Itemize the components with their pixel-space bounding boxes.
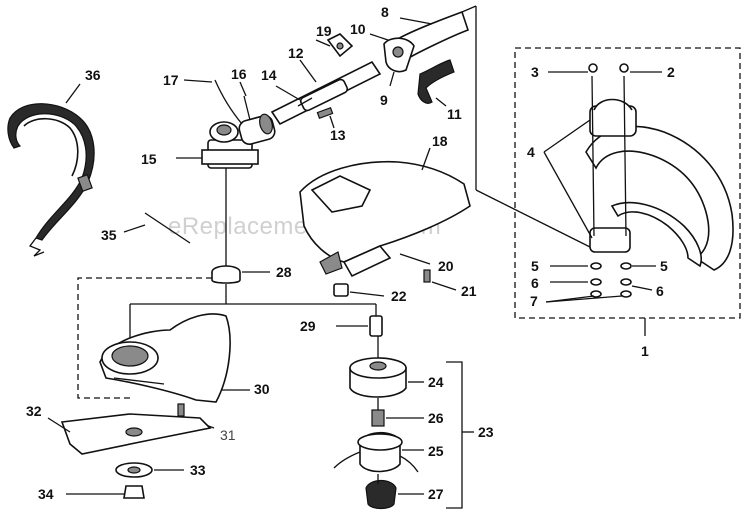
callout-16: 16 — [231, 66, 247, 82]
callout-24: 24 — [428, 374, 444, 390]
gear-head-assembly — [201, 79, 276, 182]
callout-15: 15 — [141, 151, 157, 167]
callout-21: 21 — [461, 283, 477, 299]
callout-9: 9 — [380, 92, 388, 108]
callout-23: 23 — [478, 424, 494, 440]
callout-22: 22 — [391, 288, 407, 304]
callout-1: 1 — [641, 343, 649, 359]
callout-7: 7 — [530, 293, 538, 309]
callout-19: 19 — [316, 23, 332, 39]
callout-36: 36 — [85, 67, 101, 83]
callout-10: 10 — [350, 21, 366, 37]
callout-31: 31 — [220, 427, 236, 443]
callout-28: 28 — [276, 264, 292, 280]
callout-25: 25 — [428, 443, 444, 459]
callout-2: 2 — [667, 64, 675, 80]
callout-12: 12 — [288, 45, 304, 61]
brush-blade — [60, 413, 212, 455]
callout-18: 18 — [432, 133, 448, 149]
handle-assembly — [585, 63, 734, 298]
callout-11: 11 — [447, 106, 462, 122]
callout-20: 20 — [438, 258, 454, 274]
callout-5b: 5 — [660, 258, 668, 274]
callout-4: 4 — [527, 144, 535, 160]
callout-13: 13 — [330, 127, 346, 143]
callout-14: 14 — [261, 67, 277, 83]
shoulder-strap — [7, 103, 95, 257]
callout-6b: 6 — [656, 283, 664, 299]
engine-housing — [299, 160, 471, 278]
callout-29: 29 — [300, 318, 316, 334]
callout-5a: 5 — [531, 258, 539, 274]
callout-34: 34 — [38, 486, 54, 502]
callout-3: 3 — [531, 64, 539, 80]
blade-guard — [99, 313, 231, 403]
callout-32: 32 — [26, 403, 42, 419]
drive-shaft-assembly — [270, 5, 477, 126]
callout-33: 33 — [190, 462, 206, 478]
callout-17: 17 — [163, 72, 179, 88]
trimmer-head — [333, 336, 419, 510]
callout-8: 8 — [381, 4, 389, 20]
callout-27: 27 — [428, 486, 444, 502]
callout-26: 26 — [428, 410, 444, 426]
callout-6a: 6 — [531, 275, 539, 291]
callout-35: 35 — [101, 227, 117, 243]
spacer-washer — [211, 265, 241, 284]
callout-30: 30 — [254, 381, 270, 397]
